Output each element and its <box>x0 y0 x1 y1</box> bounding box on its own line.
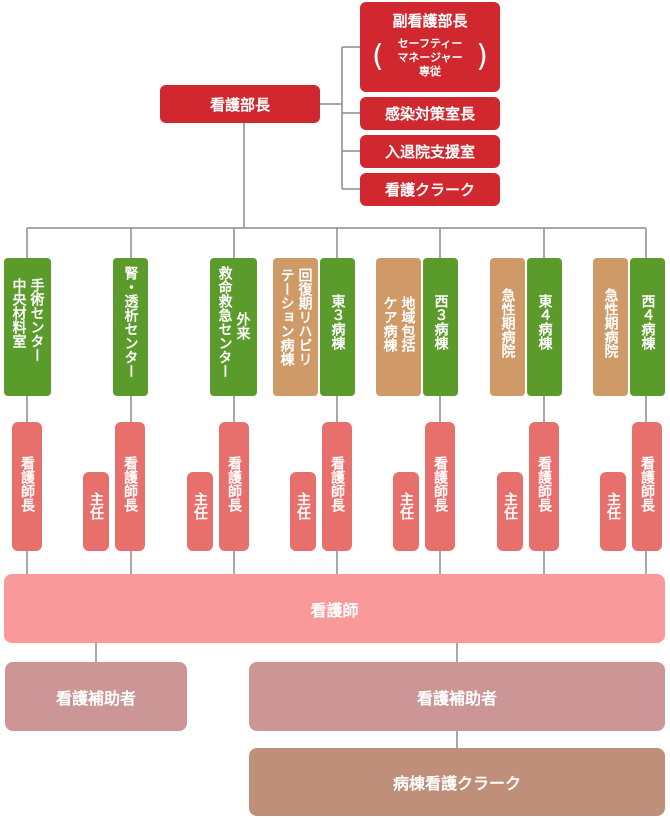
chief-label: 主任 <box>295 492 311 520</box>
ward-type-line: ケア病棟 <box>381 296 398 352</box>
unit-dialysis-center: 腎・透析センター <box>113 258 148 396</box>
right-paren: ) <box>476 39 488 74</box>
ward-west3: 西３病棟 <box>423 258 458 396</box>
ward-east4: 東４病棟 <box>527 258 562 396</box>
nursing-clerk-label: 看護クラーク <box>384 181 475 199</box>
admission-support-box: 入退院支援室 <box>360 135 500 168</box>
head-nurse-box: 看護師長 <box>322 422 352 551</box>
unit-name-line: 手術センター <box>28 278 45 362</box>
ward-type-line: 地域包括 <box>399 296 416 352</box>
head-nurse-label: 看護師長 <box>639 456 655 512</box>
chief-label: 主任 <box>502 492 518 520</box>
ward-nursing-clerk-label: 病棟看護クラーク <box>392 774 521 793</box>
nursing-director-box: 看護部長 <box>160 85 320 123</box>
unit-name-line: 腎・透析センター <box>122 266 139 378</box>
chief-box: 主任 <box>83 472 109 551</box>
head-nurse-box: 看護師長 <box>632 422 662 551</box>
chief-box: 主任 <box>187 472 213 551</box>
admission-support-label: 入退院支援室 <box>384 143 475 161</box>
ward-west4: 西４病棟 <box>630 258 665 396</box>
chief-box: 主任 <box>497 472 523 551</box>
ward-name: 西３病棟 <box>432 294 449 350</box>
ward-nursing-clerk-box: 病棟看護クラーク <box>249 748 665 816</box>
head-nurse-box: 看護師長 <box>219 422 249 551</box>
chief-box: 主任 <box>393 472 419 551</box>
unit-surgery-center: 手術センター 中央材料室 <box>4 258 51 396</box>
infection-control-label: 感染対策室長 <box>384 105 475 123</box>
ward-east3: 東３病棟 <box>320 258 355 396</box>
unit-name-line: 外来 <box>234 312 251 340</box>
nursing-aide-right-box: 看護補助者 <box>249 662 665 731</box>
chief-box: 主任 <box>600 472 626 551</box>
nurses-label: 看護師 <box>310 600 359 620</box>
chief-box: 主任 <box>290 472 316 551</box>
ward-east4-type: 急性期病院 <box>490 258 525 396</box>
head-nurse-box: 看護師長 <box>12 422 42 551</box>
left-paren: ( <box>372 39 384 74</box>
head-nurse-label: 看護師長 <box>226 456 242 512</box>
nursing-aide-right-label: 看護補助者 <box>416 688 497 708</box>
chief-label: 主任 <box>398 492 414 520</box>
head-nurse-box: 看護師長 <box>425 422 455 551</box>
vice-note-line-1: セーフティー <box>397 37 463 50</box>
vice-director-box: 副看護部長 ( セーフティー マネージャー 専従 ) <box>360 2 500 92</box>
head-nurse-label: 看護師長 <box>432 456 448 512</box>
head-nurse-label: 看護師長 <box>536 456 552 512</box>
chief-label: 主任 <box>192 492 208 520</box>
head-nurse-label: 看護師長 <box>329 456 345 512</box>
unit-outpatient-emergency: 外来 救命救急センター <box>210 258 257 396</box>
chief-label: 主任 <box>605 492 621 520</box>
vice-note-line-2: マネージャー <box>397 51 463 64</box>
nursing-clerk-box: 看護クラーク <box>360 173 500 206</box>
ward-east3-type: 回復期リハビリ テーション病棟 <box>273 258 318 396</box>
infection-control-box: 感染対策室長 <box>360 97 500 130</box>
vice-note-line-3: 専従 <box>419 65 441 78</box>
ward-type-line: 回復期リハビリ <box>296 268 313 366</box>
unit-name-line: 救命救急センター <box>216 266 233 378</box>
vice-director-label: 副看護部長 <box>392 12 468 30</box>
head-nurse-box: 看護師長 <box>115 422 145 551</box>
ward-name: 西４病棟 <box>639 294 656 350</box>
nursing-director-label: 看護部長 <box>209 95 270 114</box>
nurses-band: 看護師 <box>4 574 665 643</box>
ward-name: 東４病棟 <box>536 294 553 350</box>
ward-type-line: テーション病棟 <box>278 268 295 366</box>
head-nurse-box: 看護師長 <box>529 422 559 551</box>
ward-type-line: 急性期病院 <box>602 288 619 358</box>
head-nurse-label: 看護師長 <box>122 456 138 512</box>
chief-label: 主任 <box>88 492 104 520</box>
unit-name-line: 中央材料室 <box>10 278 27 348</box>
nursing-aide-left-box: 看護補助者 <box>5 662 187 731</box>
ward-west3-type: 地域包括 ケア病棟 <box>376 258 421 396</box>
ward-name: 東３病棟 <box>329 294 346 350</box>
head-nurse-label: 看護師長 <box>19 456 35 512</box>
nursing-aide-left-label: 看護補助者 <box>55 688 136 708</box>
vice-director-note: ( セーフティー マネージャー 専従 ) <box>370 37 490 79</box>
ward-west4-type: 急性期病院 <box>593 258 628 396</box>
ward-type-line: 急性期病院 <box>499 288 516 358</box>
